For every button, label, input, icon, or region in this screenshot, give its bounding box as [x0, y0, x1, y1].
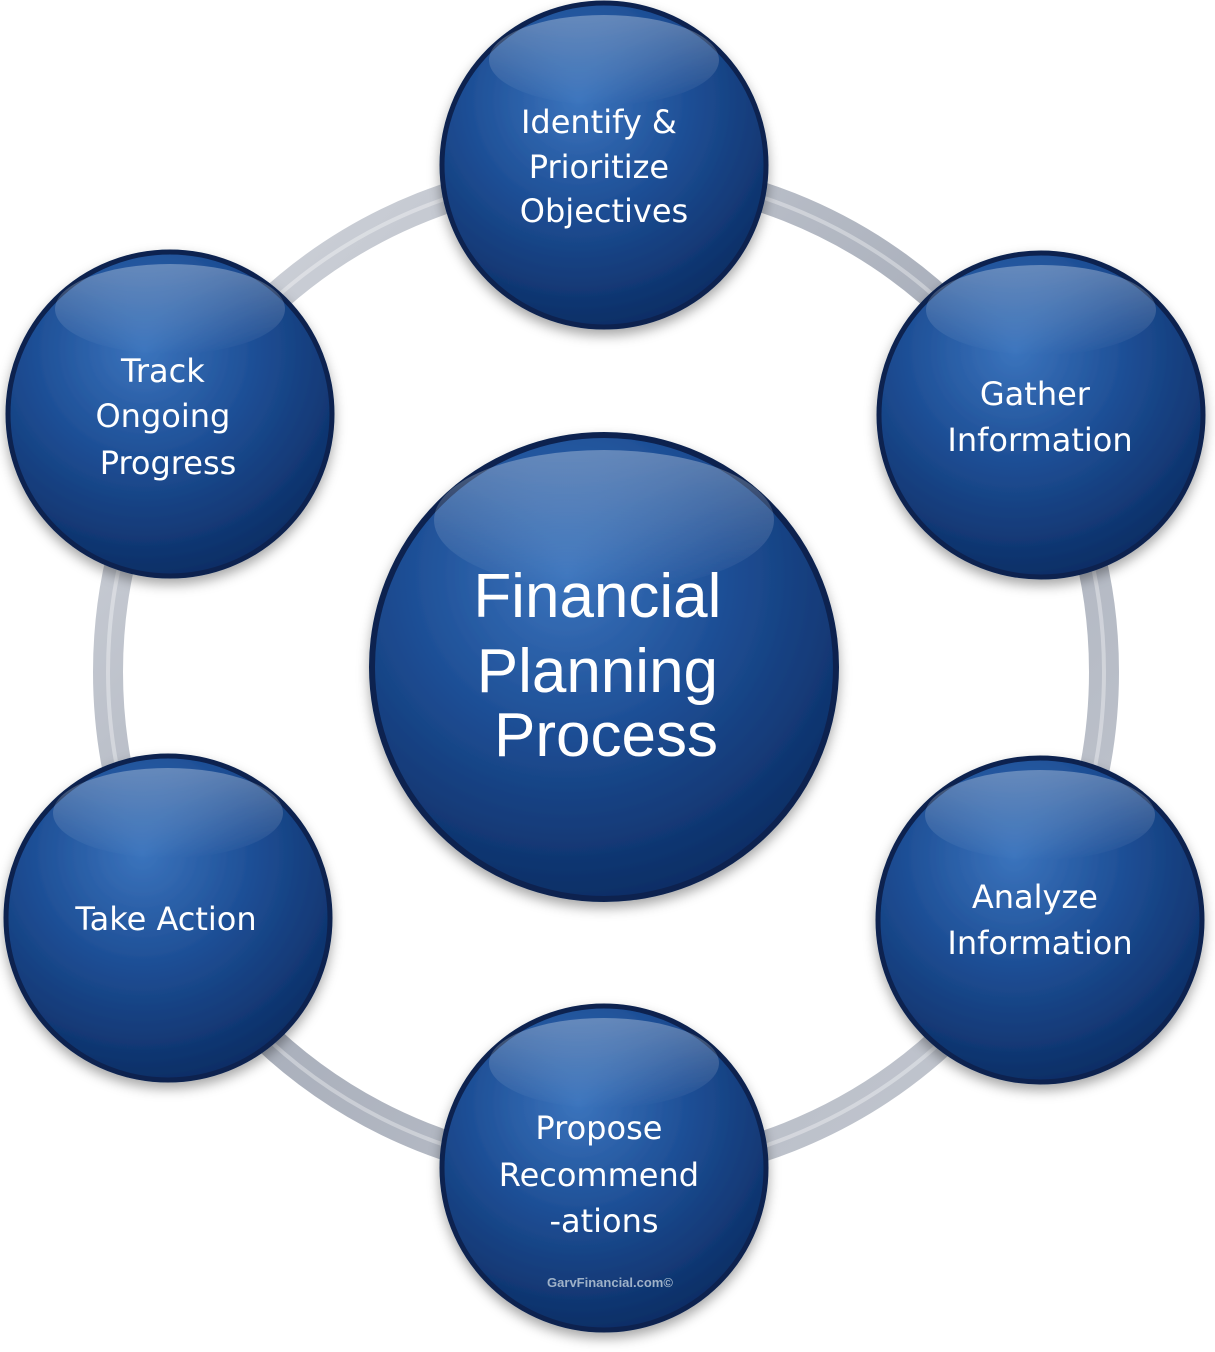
step-label-line: Information [947, 421, 1132, 459]
step-label-line: Recommend [499, 1156, 699, 1194]
step-label-action: Take Action [74, 900, 256, 938]
step-label-line: Analyze [972, 878, 1098, 916]
step-label-line: Take Action [74, 900, 256, 938]
step-label-line: Identify & [521, 103, 677, 141]
step-label-line: Progress [100, 444, 237, 482]
watermark-text: GarvFinancial.com© [547, 1275, 673, 1290]
step-label-line: Ongoing [95, 397, 230, 435]
step-label-propose: Propose Recommend -ations [499, 1109, 709, 1240]
center-title-line: Planning [477, 637, 718, 706]
center-title-line: Financial [473, 562, 721, 631]
step-label-line: Objectives [520, 192, 688, 230]
step-label-line: Information [947, 924, 1132, 962]
step-node-propose [439, 1003, 769, 1333]
step-label-line: Prioritize [529, 148, 669, 186]
step-node-identify [439, 0, 769, 330]
step-label-line: Propose [535, 1109, 662, 1147]
step-node-gather [876, 250, 1206, 580]
center-title-line: Process [494, 701, 718, 770]
step-node-track [5, 249, 335, 579]
step-label-analyze: Analyze Information [947, 878, 1132, 962]
step-node-analyze [875, 755, 1205, 1085]
center-title: Financial Planning Process [473, 562, 738, 770]
step-label-line: Track [120, 352, 205, 390]
step-label-line: -ations [549, 1202, 658, 1240]
step-label-track: Track Ongoing Progress [95, 352, 240, 482]
step-label-line: Gather [980, 375, 1091, 413]
step-node-action [3, 753, 333, 1083]
step-label-identify: Identify & Prioritize Objectives [520, 103, 688, 230]
step-label-gather: Gather Information [947, 375, 1132, 459]
center-node [369, 432, 839, 902]
